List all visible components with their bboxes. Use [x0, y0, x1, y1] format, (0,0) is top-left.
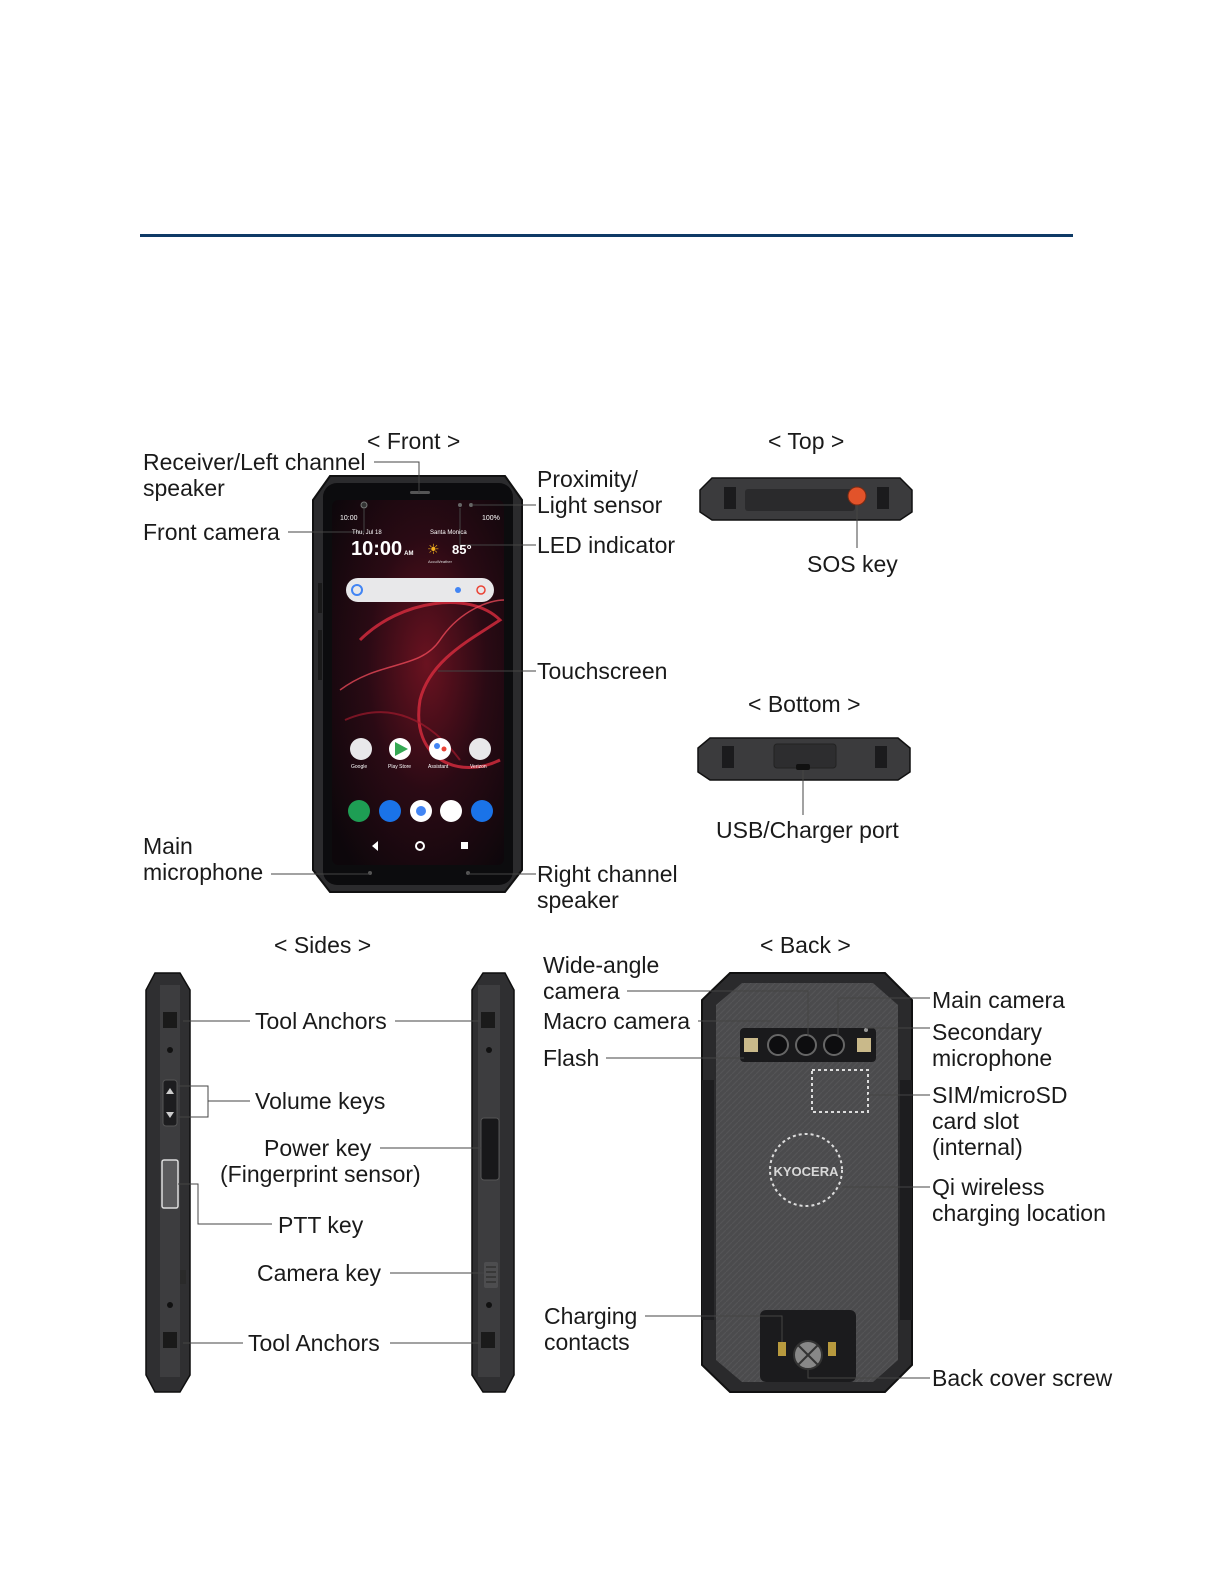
- label-tool-anchors-bottom: Tool Anchors: [248, 1330, 380, 1356]
- screen-app-label-play-store[interactable]: Play Store: [388, 764, 411, 770]
- section-top: < Top >: [768, 428, 844, 454]
- label-right-speaker-line2: speaker: [537, 887, 619, 913]
- screen-clock-ampm: AM: [404, 551, 413, 557]
- label-receiver-line2: speaker: [143, 475, 225, 501]
- label-secondary-microphone-line2: microphone: [932, 1045, 1052, 1071]
- label-camera-key: Camera key: [257, 1260, 381, 1286]
- label-tool-anchors-top: Tool Anchors: [255, 1008, 387, 1034]
- screen-location: Santa Monica: [430, 530, 467, 536]
- screen-app-label-google[interactable]: Google: [351, 764, 367, 770]
- section-back: < Back >: [760, 932, 851, 958]
- label-volume-keys: Volume keys: [255, 1088, 385, 1114]
- label-ptt-key: PTT key: [278, 1212, 363, 1238]
- screen-status-time: 10:00: [340, 515, 358, 522]
- front-phone: [313, 476, 522, 892]
- back-phone: [702, 973, 912, 1392]
- label-led-indicator: LED indicator: [537, 532, 675, 558]
- label-proximity: Proximity/: [537, 466, 638, 492]
- label-charging-contacts-line2: contacts: [544, 1329, 630, 1355]
- section-sides: < Sides >: [274, 932, 371, 958]
- bottom-view: [698, 738, 910, 815]
- label-secondary-microphone: Secondary: [932, 1019, 1042, 1045]
- label-touchscreen: Touchscreen: [537, 658, 667, 684]
- screen-weather-source: AccuWeather: [428, 559, 452, 564]
- label-qi-charging: Qi wireless: [932, 1174, 1044, 1200]
- label-macro-camera: Macro camera: [543, 1008, 690, 1034]
- screen-battery: 100%: [482, 515, 500, 522]
- label-wide-angle-camera-line2: camera: [543, 978, 620, 1004]
- label-flash: Flash: [543, 1045, 599, 1071]
- screen-date: Thu, Jul 18: [352, 530, 382, 536]
- label-qi-charging-line2: charging location: [932, 1200, 1106, 1226]
- screen-temperature: 85°: [452, 542, 472, 557]
- label-back-cover-screw: Back cover screw: [932, 1365, 1112, 1391]
- label-sim-slot-line3: (internal): [932, 1134, 1023, 1160]
- screen-app-label-assistant[interactable]: Assistant: [428, 764, 448, 770]
- label-power-key-line2: (Fingerprint sensor): [220, 1161, 421, 1187]
- section-bottom: < Bottom >: [748, 691, 861, 717]
- top-view: [700, 478, 912, 548]
- label-sim-slot: SIM/microSD: [932, 1082, 1067, 1108]
- label-main-camera: Main camera: [932, 987, 1065, 1013]
- label-main-microphone: Main: [143, 833, 193, 859]
- screen-clock-time: 10:00: [351, 538, 402, 560]
- back-brand-logo: KYOCERA: [773, 1164, 839, 1179]
- label-receiver: Receiver/Left channel: [143, 449, 365, 475]
- label-right-speaker: Right channel: [537, 861, 678, 887]
- label-sos-key: SOS key: [807, 551, 898, 577]
- label-usb-port: USB/Charger port: [716, 817, 899, 843]
- label-front-camera: Front camera: [143, 519, 280, 545]
- label-power-key: Power key: [264, 1135, 371, 1161]
- left-side-view: [146, 973, 190, 1392]
- weather-sun-icon: ☀: [427, 542, 440, 556]
- label-charging-contacts: Charging: [544, 1303, 637, 1329]
- label-proximity-line2: Light sensor: [537, 492, 662, 518]
- label-main-microphone-line2: microphone: [143, 859, 263, 885]
- right-side-view: [472, 973, 514, 1392]
- label-wide-angle-camera: Wide-angle: [543, 952, 659, 978]
- label-sim-slot-line2: card slot: [932, 1108, 1019, 1134]
- screen-app-label-verizon[interactable]: Verizon: [470, 764, 487, 770]
- section-front: < Front >: [367, 428, 460, 454]
